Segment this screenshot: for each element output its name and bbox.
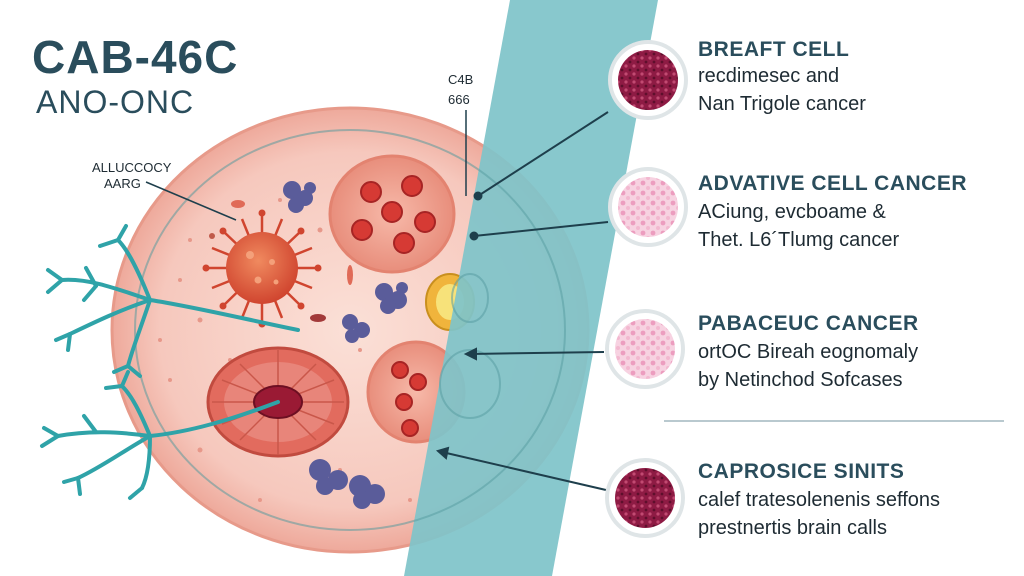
callout-line2: prestnertis brain calls <box>698 517 887 539</box>
center-label: C4B 666 <box>448 72 473 108</box>
swatch-advative-cell <box>608 167 688 247</box>
diagram-subtitle: ANO-ONC <box>36 84 195 120</box>
purple-cluster-mid <box>375 282 408 314</box>
center-label-line2: 666 <box>448 92 470 107</box>
swatch-breast-cell <box>608 40 688 120</box>
callout-line1: recdimesec and <box>698 65 840 87</box>
callout-line2: Thet. L6´Tlumg cancer <box>698 229 900 251</box>
callout-title: PABACEUC CANCER <box>698 312 919 335</box>
dendrite-upper <box>46 224 300 378</box>
diagram-title: CAB-46C <box>32 31 239 83</box>
leader-lines <box>145 110 609 491</box>
teal-band <box>404 0 658 576</box>
swatch-pabaceuc <box>605 309 685 389</box>
callout-title: ADVATIVE CELL CANCER <box>698 172 968 195</box>
left-label: ALLUCCOCY AARG <box>92 160 171 192</box>
callout-line1: ortOC Bireah eognomaly <box>698 341 919 363</box>
swatch-caprosice <box>605 458 685 538</box>
band-overlay-cell <box>134 129 566 531</box>
callout-line2: Nan Trigole cancer <box>698 93 866 115</box>
callout-line1: calef tratesolenenis seffons <box>698 489 941 511</box>
callout-divider <box>664 420 1004 422</box>
callout-line1: ACiung, evcboame & <box>698 201 886 223</box>
small-vesicles <box>209 200 353 322</box>
callout-line2: by Netinchod Sofcases <box>698 369 903 391</box>
callout-title: CAPROSICE SINITS <box>698 460 905 483</box>
purple-cluster-top <box>283 181 316 213</box>
callout-title: BREAFT CELL <box>698 38 850 61</box>
virus-particle <box>202 209 322 328</box>
purple-cluster-bottom <box>309 459 385 509</box>
left-label-line2: AARG <box>104 176 141 191</box>
left-label-line1: ALLUCCOCY <box>92 160 172 175</box>
purple-cluster-left <box>342 314 370 343</box>
dendrite-lower <box>40 370 280 500</box>
center-label-line1: C4B <box>448 72 474 87</box>
organelle-top <box>328 154 456 274</box>
